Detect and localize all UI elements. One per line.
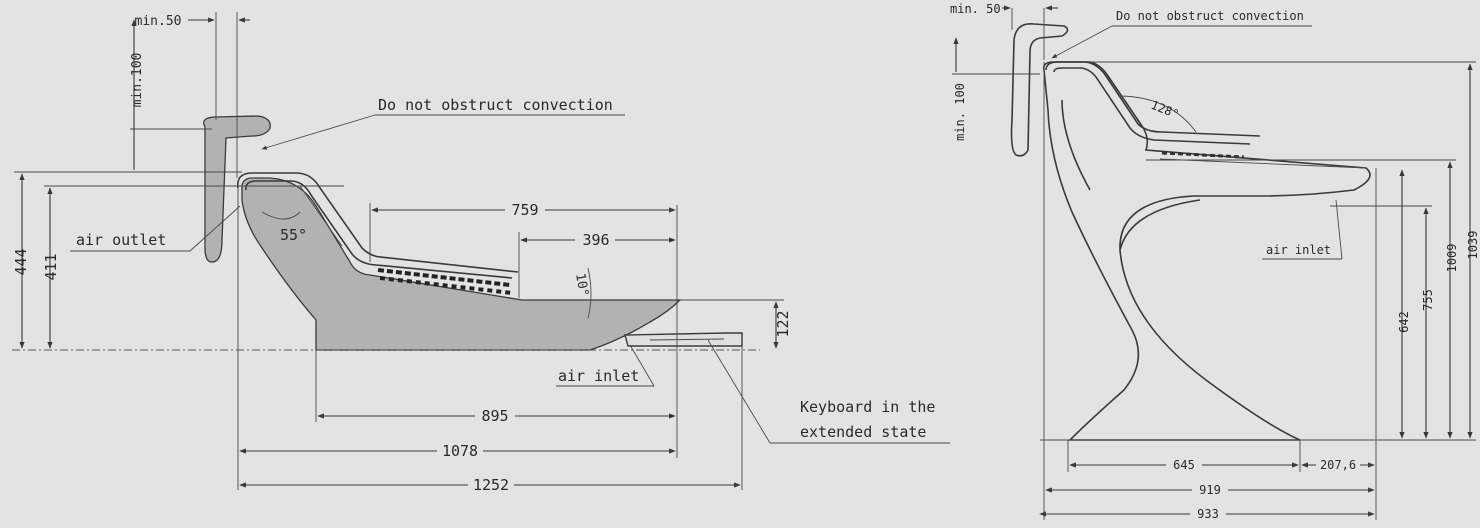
- convection-note-left: Do not obstruct convection: [378, 96, 613, 114]
- dim-1252-gap: [468, 476, 514, 492]
- angle-55-label: 55°: [280, 226, 307, 244]
- convection-leader-right: [1051, 25, 1113, 59]
- channel-detail-line: [299, 185, 343, 247]
- wall-hook-outline: [1010, 23, 1069, 157]
- stand-leg-curve: [1061, 99, 1091, 191]
- tray-detail: [649, 338, 725, 341]
- top-channel-inner: [1053, 67, 1251, 145]
- monitor-channel-outer: [236, 172, 519, 273]
- dim-207-6-gap: [1316, 457, 1360, 471]
- dim-1009-label: 1009: [1445, 244, 1459, 273]
- air-inlet-left-label: air inlet: [558, 367, 639, 385]
- console-body-side: [241, 177, 682, 351]
- convection-note-right: Do not obstruct convection: [1116, 9, 1304, 23]
- min-100-label: min.100: [130, 53, 145, 108]
- dim-207-6-label: 207,6: [1320, 458, 1356, 472]
- dim-645-label: 645: [1173, 458, 1195, 472]
- convection-leader-left: [261, 114, 376, 150]
- keyboard-label-line1: Keyboard in the: [800, 398, 935, 416]
- dim-933-gap: [1190, 506, 1226, 520]
- keyboard-rows: [377, 268, 513, 295]
- angle-128-arc: [1117, 95, 1197, 133]
- air-outlet-label: air outlet: [76, 231, 166, 249]
- dim-396-label: 396: [582, 231, 609, 249]
- dim-645-gap: [1166, 457, 1202, 471]
- dim-396-gap: [575, 231, 615, 247]
- wall-obstacle-shape: [203, 115, 271, 263]
- air-inlet-right-leader: [1335, 199, 1343, 260]
- keyboard-label-line2: extended state: [800, 423, 926, 441]
- dim-895-gap: [475, 407, 515, 423]
- min-100-right-label: min. 100: [953, 83, 967, 141]
- air-outlet-leader: [189, 205, 241, 252]
- dim-1252-label: 1252: [473, 476, 509, 494]
- dim-759-gap: [505, 201, 545, 217]
- left-side-view: 444 411 min.100 min.50 759 396 122 895 1…: [12, 12, 950, 494]
- desk-top-line: [1159, 158, 1367, 169]
- dim-1078-label: 1078: [442, 442, 478, 460]
- min-50-right-label: min. 50: [950, 2, 1001, 16]
- keyboard-leader: [707, 339, 771, 444]
- right-side-view: min. 100 min. 50 1039 1009 755 642 645 2…: [950, 2, 1480, 521]
- angle-10-label: 10°: [572, 272, 591, 298]
- angle-55-arc: [261, 211, 301, 220]
- dim-895-label: 895: [481, 407, 508, 425]
- stand-outline: [1042, 61, 1371, 441]
- top-channel-outer: [1045, 61, 1261, 137]
- dim-1039-label: 1039: [1466, 231, 1480, 260]
- angle-128-label: 128°: [1149, 98, 1181, 122]
- air-inlet-left-leader: [629, 344, 655, 387]
- angle-10-arc: [587, 267, 592, 319]
- dim-642-label: 642: [1397, 311, 1411, 333]
- dim-755-label: 755: [1421, 289, 1435, 311]
- dim-122-label: 122: [774, 310, 792, 337]
- stand-inner-curve: [1119, 199, 1201, 251]
- keyboard-rows-right: [1161, 151, 1245, 159]
- dim-759-label: 759: [511, 201, 538, 219]
- dim-919-label: 919: [1199, 483, 1221, 497]
- dim-444-label: 444: [12, 248, 30, 275]
- dim-411-label: 411: [42, 253, 60, 280]
- dim-1078-gap: [437, 442, 483, 458]
- dim-919-gap: [1192, 482, 1228, 496]
- dim-933-label: 933: [1197, 507, 1219, 521]
- min-50-label: min.50: [135, 14, 182, 29]
- air-inlet-right-label: air inlet: [1266, 243, 1331, 257]
